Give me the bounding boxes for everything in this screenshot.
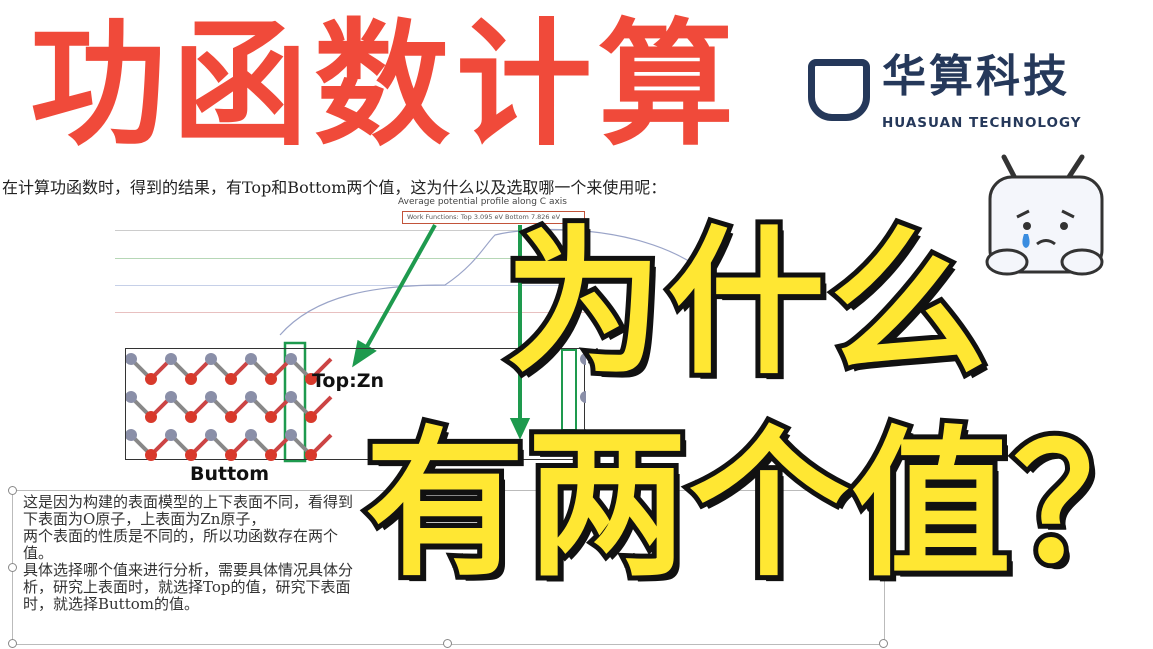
resize-handle[interactable] bbox=[8, 486, 17, 495]
logo: 华算科技 HUASUAN TECHNOLOGY bbox=[808, 55, 1108, 135]
o-atom bbox=[265, 373, 277, 385]
zn-atom bbox=[125, 429, 137, 441]
o-atom bbox=[185, 449, 197, 461]
o-atom bbox=[225, 449, 237, 461]
logo-cn: 华算科技 bbox=[882, 51, 1070, 102]
gridline bbox=[115, 312, 585, 313]
logo-mark-icon bbox=[808, 59, 870, 121]
explanation-line: 具体选择哪个值来进行分析，需要具体情况具体分析，研究上表面时，就选择Top的值，… bbox=[23, 561, 354, 596]
o-atom bbox=[185, 411, 197, 423]
o-atom bbox=[265, 449, 277, 461]
resize-handle[interactable] bbox=[8, 563, 17, 572]
o-atom bbox=[145, 411, 157, 423]
gridline bbox=[115, 258, 585, 259]
explanation-textbox[interactable]: 这是因为构建的表面模型的上下表面不同，看得到下表面为O原子，上表面为Zn原子， … bbox=[8, 486, 888, 648]
bottom-label: Buttom bbox=[190, 463, 270, 485]
o-atom bbox=[225, 373, 237, 385]
zn-atom bbox=[205, 391, 217, 403]
resize-handle[interactable] bbox=[443, 639, 452, 648]
explanation-line: 这是因为构建的表面模型的上下表面不同，看得到下表面为O原子，上表面为Zn原子， bbox=[23, 493, 354, 528]
explanation-line: 两个表面的性质是不同的，所以功函数存在两个值。 bbox=[23, 527, 339, 562]
zn-atom bbox=[285, 429, 297, 441]
zn-atom bbox=[245, 353, 257, 365]
zn-atom bbox=[245, 391, 257, 403]
top-zn-label: Top:Zn bbox=[312, 370, 384, 392]
zn-atom bbox=[205, 353, 217, 365]
resize-handle[interactable] bbox=[879, 639, 888, 648]
zn-atom bbox=[165, 429, 177, 441]
o-atom bbox=[305, 373, 317, 385]
o-atom bbox=[185, 373, 197, 385]
overlay-two-values: 有两个值？ bbox=[360, 411, 1153, 598]
o-atom bbox=[305, 411, 317, 423]
logo-en: HUASUAN TECHNOLOGY bbox=[882, 115, 1082, 131]
zn-atom bbox=[165, 391, 177, 403]
gridline bbox=[115, 285, 585, 286]
o-atom bbox=[305, 449, 317, 461]
resize-handle[interactable] bbox=[8, 639, 17, 648]
question-text: 在计算功函数时，得到的结果，有Top和Bottom两个值，这为什么以及选取哪一个… bbox=[2, 178, 667, 197]
page-title: 功函数计算 bbox=[30, 7, 740, 165]
zn-atom bbox=[125, 353, 137, 365]
o-atom bbox=[145, 449, 157, 461]
zn-atom bbox=[125, 391, 137, 403]
overlay-why: 为什么 bbox=[500, 212, 992, 396]
o-atom bbox=[145, 373, 157, 385]
work-functions-box: Work Functions: Top 3.095 eV Bottom 7.82… bbox=[402, 211, 585, 224]
o-atom bbox=[225, 411, 237, 423]
crying-mascot-icon bbox=[985, 154, 1104, 276]
zn-atom bbox=[285, 353, 297, 365]
chart-title: Average potential profile along C axis bbox=[398, 197, 567, 207]
zn-atom bbox=[205, 429, 217, 441]
zn-atom bbox=[245, 429, 257, 441]
o-atom bbox=[265, 411, 277, 423]
zn-atom bbox=[165, 353, 177, 365]
potential-curve-and-arrows bbox=[279, 224, 696, 463]
zn-atom bbox=[285, 391, 297, 403]
explanation-line: 时，就选择Buttom的值。 bbox=[23, 595, 199, 613]
gridline bbox=[115, 230, 585, 231]
